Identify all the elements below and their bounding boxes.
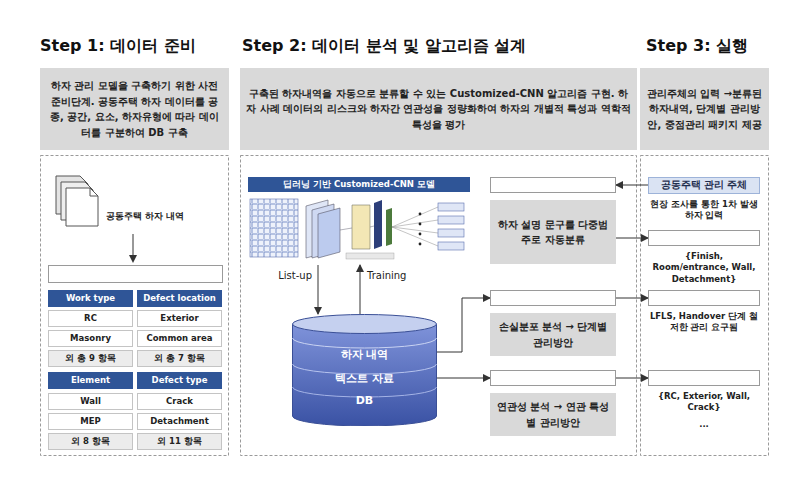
table-cell: Wall (48, 393, 133, 410)
flow-connector (616, 238, 648, 239)
table-cell: Exterior (137, 310, 222, 327)
table-cell: Defect type (137, 372, 222, 389)
item-label: 공동주택 하자 내역 (106, 210, 224, 223)
empty-box (490, 370, 616, 386)
empty-box (490, 290, 616, 306)
analysis-box: 손실분포 분석 → 단계별 관리방안 (490, 290, 616, 356)
step-heading: Step 1: 데이터 준비 (40, 36, 196, 57)
actor-title: 공동주택 관리 주체 (648, 177, 760, 194)
table-cell-text: 외 8 항목 (71, 437, 110, 446)
table-cell: Detachment (137, 413, 222, 430)
output-text: ... (648, 419, 760, 430)
actor-note: 현장 조사를 통한 1차 발생 하자 입력 (648, 199, 760, 222)
actor-box: 공동주택 관리 주체현장 조사를 통한 1차 발생 하자 입력 (648, 177, 760, 222)
description-box: 관리주체의 입력 →분류된 하자내역, 단계별 관리방안, 중점관리 패키지 제… (640, 68, 769, 150)
description-box: 구축된 하자내역을 자동으로 분류할 수 있는 Customized-CNN 알… (240, 68, 637, 150)
description-text: 하자 관리 모델을 구축하기 위한 사전준비단계. 공동주택 하자 데이터를 공… (46, 78, 223, 140)
output-text: {RC, Exterior, Wall, Crack} (648, 391, 760, 414)
model-bar-fill: 딥러닝 기반 Customized-CNN 모델 (248, 177, 470, 192)
table-cell-text: Defect type (152, 376, 208, 385)
model-bar: 딥러닝 기반 Customized-CNN 모델 (248, 177, 470, 265)
output-box: {RC, Exterior, Wall, Crack}... (648, 370, 760, 430)
flow-arrow (133, 234, 134, 261)
table-cell: Common area (137, 330, 222, 347)
table-cell: 외 총 9 항목 (48, 350, 133, 367)
output-text: LFLS, Handover 단계 철저한 관리 요구됨 (648, 311, 760, 334)
table-cell-text: RC (84, 314, 97, 323)
flow-connector (360, 265, 361, 314)
table-cell: 외 11 항목 (137, 433, 222, 450)
analysis-text: 하자 설명 문구를 다중범주로 자동분류 (495, 217, 611, 248)
empty-box (490, 177, 616, 193)
flow-connector (616, 298, 648, 299)
table-cell-text: Masonry (70, 334, 111, 343)
empty-box (648, 230, 760, 246)
empty-box (648, 370, 760, 386)
analysis-text: 손실분포 분석 → 단계별 관리방안 (495, 319, 611, 350)
database-cylinder: 하자 내역텍스트 자료 DB (292, 314, 437, 426)
document-icon (56, 176, 98, 226)
table-cell-text: 외 총 7 항목 (154, 354, 205, 363)
empty-box (648, 290, 760, 306)
table-cell: Crack (137, 393, 222, 410)
analysis-fill: 하자 설명 문구를 다중범주로 자동분류 (490, 200, 616, 264)
analysis-box: 연관성 분석 → 연관 특성별 관리방안 (490, 370, 616, 436)
table-cell-text: Defect location (143, 294, 216, 303)
table-cell-text: Wall (80, 397, 101, 406)
table-cell-text: MEP (80, 417, 101, 426)
flow-connector (437, 298, 490, 352)
analysis-fill: 연관성 분석 → 연관 특성별 관리방안 (490, 393, 616, 436)
table-cell-text: 외 11 항목 (157, 437, 202, 446)
table-cell: Element (48, 372, 133, 389)
output-box: LFLS, Handover 단계 철저한 관리 요구됨 (648, 290, 760, 334)
flow-connector (616, 378, 648, 379)
description-text: 구축된 하자내역을 자동으로 분류할 수 있는 Customized-CNN 알… (246, 86, 631, 133)
table-cell: Defect location (137, 290, 222, 307)
flow-connector (437, 378, 490, 379)
table-cell-text: Work type (66, 294, 115, 303)
table-cell-text: Exterior (160, 314, 198, 323)
database-label: DB (292, 394, 437, 407)
description-box: 하자 관리 모델을 구축하기 위한 사전준비단계. 공동주택 하자 데이터를 공… (40, 68, 229, 150)
step-heading: Step 3: 실행 (646, 36, 748, 57)
table-cell-text: Element (71, 376, 110, 385)
analysis-box: 하자 설명 문구를 다중범주로 자동분류 (490, 177, 616, 264)
cnn-illustration (250, 199, 464, 259)
cylinder-shape (292, 314, 437, 426)
table-cell: MEP (48, 413, 133, 430)
connector-label: List-up (277, 270, 313, 281)
analysis-text: 연관성 분석 → 연관 특성별 관리방안 (495, 399, 611, 430)
output-text: {Finish, Room/entrance, Wall, Detachment… (648, 251, 760, 285)
table-cell: Masonry (48, 330, 133, 347)
database-label: 하자 내역 (292, 347, 437, 362)
flow-connector (318, 265, 319, 314)
flow-connector (616, 185, 648, 186)
table-cell-text: Detachment (150, 417, 208, 426)
table-cell: RC (48, 310, 133, 327)
connector-label: Training (366, 270, 407, 281)
table-cell-text: 외 총 9 항목 (65, 354, 116, 363)
database-label: 텍스트 자료 (292, 371, 437, 386)
analysis-fill: 손실분포 분석 → 단계별 관리방안 (490, 313, 616, 356)
model-title: 딥러닝 기반 Customized-CNN 모델 (283, 179, 435, 191)
table-cell-text: Crack (166, 397, 193, 406)
step-heading: Step 2: 데이터 분석 및 알고리즘 설계 (242, 36, 526, 57)
dashed-panel (41, 156, 769, 456)
table-cell: 외 총 7 항목 (137, 350, 222, 367)
table-cell-text: Common area (146, 334, 212, 343)
table-cell: 외 8 항목 (48, 433, 133, 450)
description-text: 관리주체의 입력 →분류된 하자내역, 단계별 관리방안, 중점관리 패키지 제… (646, 86, 763, 133)
empty-box (49, 266, 223, 283)
table-cell: Work type (48, 290, 133, 307)
output-box: {Finish, Room/entrance, Wall, Detachment… (648, 230, 760, 285)
